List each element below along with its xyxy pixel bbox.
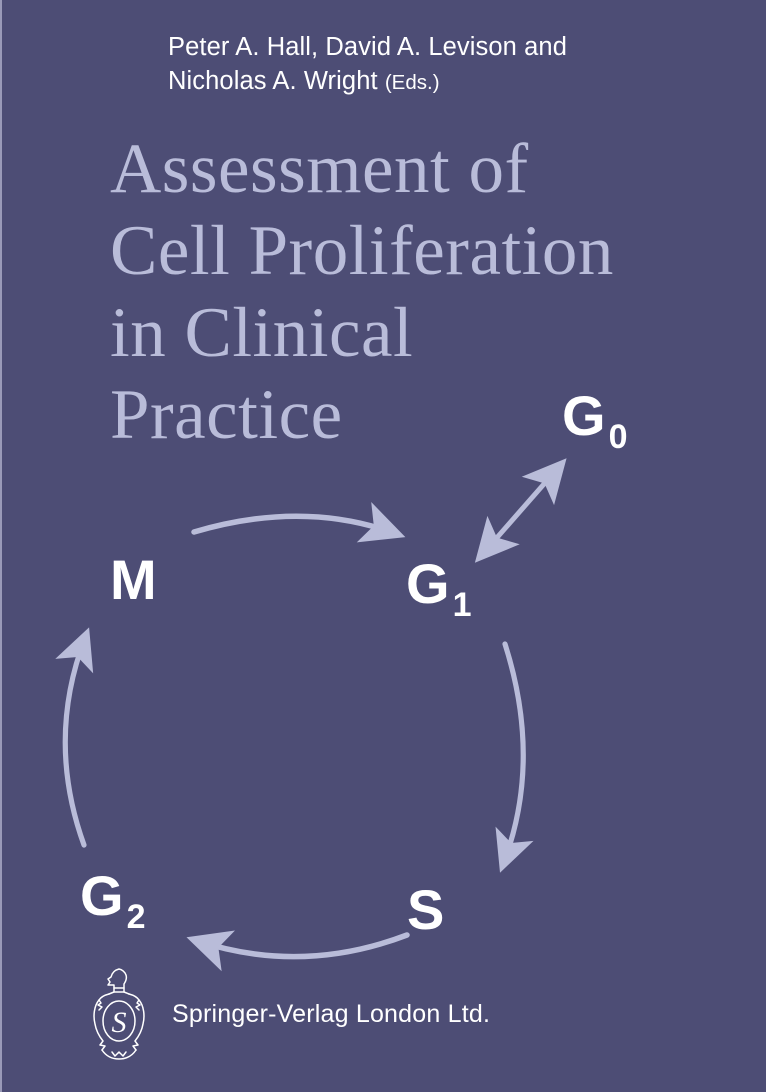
page-title: Assessment of Cell Proliferation in Clin… xyxy=(110,128,750,456)
title-line-3: in Clinical xyxy=(110,294,414,372)
cycle-label-m: M xyxy=(110,552,157,608)
arrow-g2-to-m xyxy=(55,627,94,848)
cycle-label-s: S xyxy=(407,882,444,938)
publisher-name: Springer-Verlag London Ltd. xyxy=(172,999,491,1028)
cycle-label-g2-base: G xyxy=(80,864,124,927)
publisher-block: S Springer-Verlag London Ltd. xyxy=(88,966,490,1062)
svg-text:S: S xyxy=(112,1006,127,1039)
arrow-s-to-g2 xyxy=(186,930,410,972)
arrow-g1-g0-double xyxy=(474,458,567,563)
cycle-label-g1-sub: 1 xyxy=(452,586,472,624)
arrow-m-to-g1 xyxy=(191,502,406,543)
title-line-1: Assessment of xyxy=(110,130,529,208)
editors-line-2-names: Nicholas A. Wright xyxy=(168,67,378,95)
editors-line-1: Peter A. Hall, David A. Levison and xyxy=(168,33,567,61)
editors-line-2: Nicholas A. Wright (Eds.) xyxy=(168,67,440,95)
cycle-label-m-base: M xyxy=(110,548,157,611)
editors-block: Peter A. Hall, David A. Levison and Nich… xyxy=(168,30,688,100)
title-line-4: Practice xyxy=(110,376,343,454)
cycle-label-g0: G0 xyxy=(562,388,627,455)
cycle-label-g0-sub: 0 xyxy=(608,418,628,456)
arrow-g1-to-s xyxy=(495,641,534,873)
title-line-2: Cell Proliferation xyxy=(110,212,614,290)
cycle-label-g1: G1 xyxy=(406,556,471,623)
cycle-label-g0-base: G xyxy=(562,384,606,447)
cycle-label-g2-sub: 2 xyxy=(126,898,146,936)
editors-eds-suffix: (Eds.) xyxy=(384,71,440,94)
cycle-label-g2: G2 xyxy=(80,868,145,935)
springer-knight-icon: S xyxy=(93,968,145,1060)
cycle-label-s-base: S xyxy=(407,878,445,941)
cycle-label-g1-base: G xyxy=(406,552,450,615)
